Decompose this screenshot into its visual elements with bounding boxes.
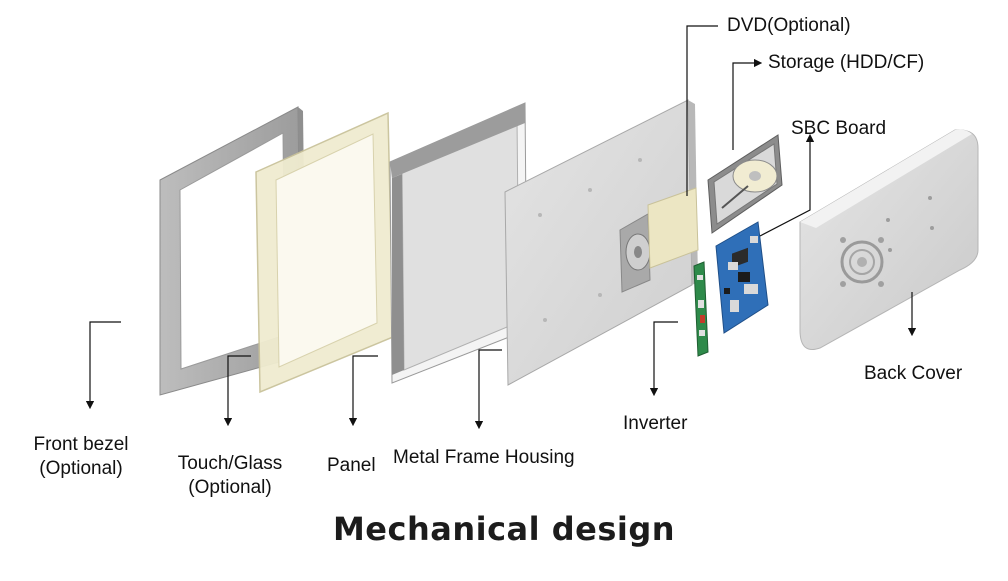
- label-metal-frame-housing: Metal Frame Housing: [393, 447, 575, 468]
- lcd-panel: [389, 102, 528, 384]
- front-bezel-line2: (Optional): [39, 458, 123, 479]
- metal-frame-housing: [504, 99, 699, 386]
- front-bezel-leader: [85, 321, 121, 410]
- page-title: Mechanical design: [332, 510, 676, 548]
- label-back-cover: Back Cover: [864, 363, 963, 384]
- metal-frame-leader: [474, 349, 502, 430]
- inverter-board: [693, 261, 709, 357]
- panel-leader: [348, 355, 378, 427]
- leader-lines: [85, 25, 917, 430]
- label-front-bezel: Front bezel (Optional): [26, 433, 136, 481]
- dvd-leader: [686, 25, 718, 196]
- back-cover: [799, 129, 979, 350]
- label-panel: Panel: [327, 455, 376, 476]
- inverter-leader: [649, 321, 678, 397]
- sbc-board-leader: [759, 133, 815, 237]
- label-touch-glass: Touch/Glass (Optional): [170, 452, 290, 500]
- label-dvd: DVD(Optional): [727, 15, 851, 36]
- sbc-board: [715, 221, 769, 334]
- fan-grille-icon: [840, 237, 884, 287]
- storage-hdd: [707, 134, 783, 234]
- touch-glass-line1: Touch/Glass: [177, 453, 283, 474]
- label-storage: Storage (HDD/CF): [768, 52, 925, 73]
- dvd-drive: [619, 187, 699, 293]
- touch-glass-line2: (Optional): [188, 477, 272, 498]
- storage-leader: [732, 58, 763, 150]
- touch-glass-leader: [223, 355, 251, 427]
- label-sbc-board: SBC Board: [791, 118, 887, 139]
- touch-glass: [255, 111, 394, 394]
- front-bezel-line1: Front bezel: [33, 434, 129, 455]
- label-inverter: Inverter: [623, 413, 688, 434]
